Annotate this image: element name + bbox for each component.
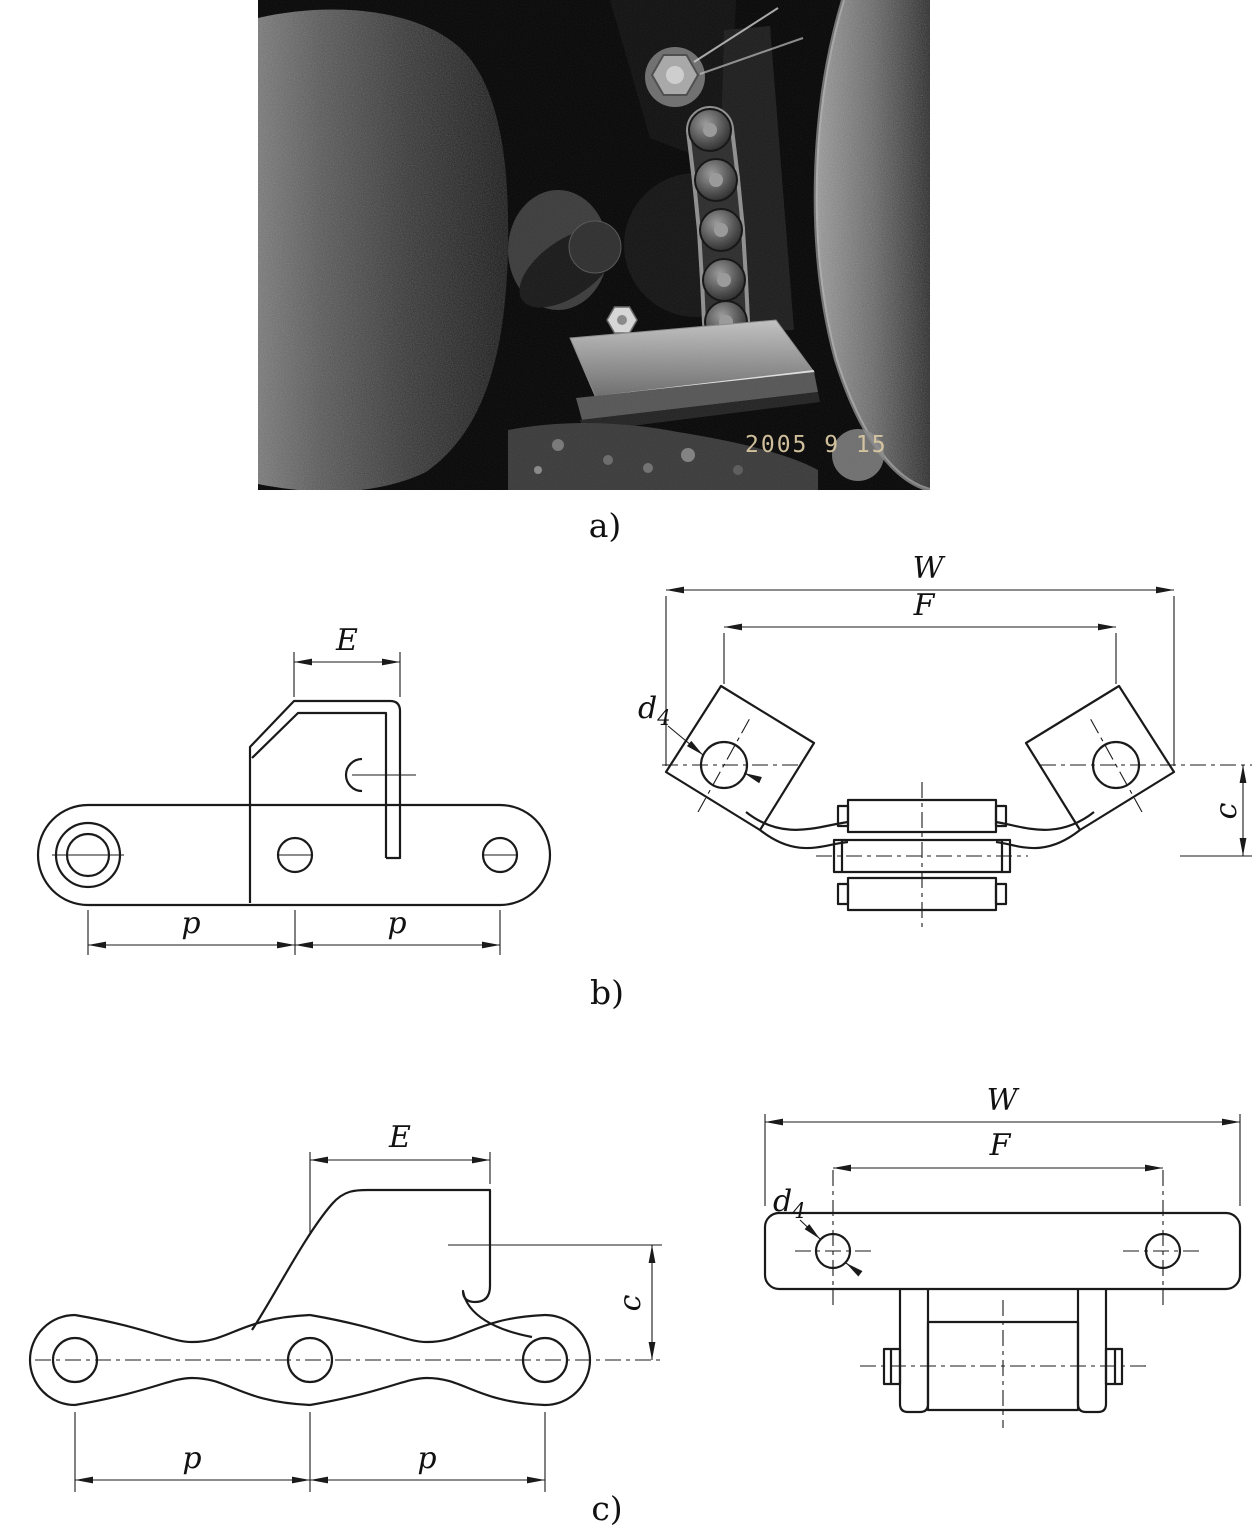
leader-d4-opposite	[743, 772, 762, 784]
caption-a: a)	[589, 506, 622, 545]
link-bottom-1	[74, 1376, 311, 1407]
link-cap-right	[544, 1313, 592, 1407]
dim-label-p1: p	[182, 1441, 201, 1476]
tab-left-outer	[759, 829, 849, 850]
dim-label-F: F	[989, 1128, 1012, 1163]
leader-d4	[667, 725, 704, 756]
photo-grain	[258, 0, 930, 490]
link-plate-right	[1076, 1289, 1108, 1414]
link-cap-left	[28, 1313, 76, 1407]
tab-right-inner	[995, 811, 1095, 831]
bushing-cap	[994, 882, 1008, 906]
dim-label-c: c	[1209, 802, 1244, 819]
attachment-plate-inner	[251, 711, 388, 858]
link-top-2	[309, 1313, 546, 1344]
drawing-c-front-view: W F d4	[763, 1083, 1242, 1428]
dim-label-p2: p	[417, 1441, 436, 1476]
pin	[51, 1336, 99, 1384]
dim-label-W: W	[987, 1083, 1020, 1118]
attachment-plate	[251, 1188, 533, 1339]
dim-label-c: c	[613, 1294, 648, 1311]
pin	[286, 1336, 334, 1384]
link-plate-left	[898, 1289, 930, 1414]
leader-d4	[799, 1219, 821, 1240]
hole-centerline-d	[697, 717, 751, 813]
link-top-1	[74, 1313, 311, 1344]
attachment-bar	[763, 1211, 1242, 1291]
bushing-cap	[836, 882, 850, 906]
dim-label-E: E	[388, 1120, 411, 1155]
caption-b: b)	[590, 973, 624, 1012]
attachment-plate-outer	[248, 699, 402, 903]
attachment-wing-left	[664, 684, 816, 832]
drawing-b-front-view: W F	[638, 551, 1252, 928]
bushing-cap	[836, 804, 850, 828]
caption-c: c)	[591, 1489, 622, 1528]
photo-timestamp: 2005 9 15	[745, 432, 888, 458]
photo-panel: 2005 9 15	[258, 0, 930, 490]
pin	[521, 1336, 569, 1384]
attachment-wing-right	[1024, 684, 1176, 832]
dim-label-p2: p	[387, 906, 406, 941]
hole-centerline-d	[1089, 717, 1143, 813]
dim-label-F: F	[913, 588, 936, 623]
dim-label-d4: d4	[638, 691, 671, 730]
dim-label-p1: p	[181, 906, 200, 941]
bushing-section	[816, 782, 1028, 928]
chain-link-plate	[36, 803, 552, 907]
bushing-cap	[994, 804, 1008, 828]
drawing-c-side-view: E c p p	[28, 1120, 665, 1492]
plug-weld-notch	[344, 757, 363, 793]
dim-label-d4: d4	[773, 1184, 806, 1223]
dim-label-W: W	[913, 551, 946, 586]
dim-label-E: E	[335, 623, 358, 658]
drawing-b-side-view: E p p	[36, 623, 552, 955]
leader-d4-opposite	[845, 1262, 863, 1277]
link-bottom-2	[309, 1376, 546, 1407]
